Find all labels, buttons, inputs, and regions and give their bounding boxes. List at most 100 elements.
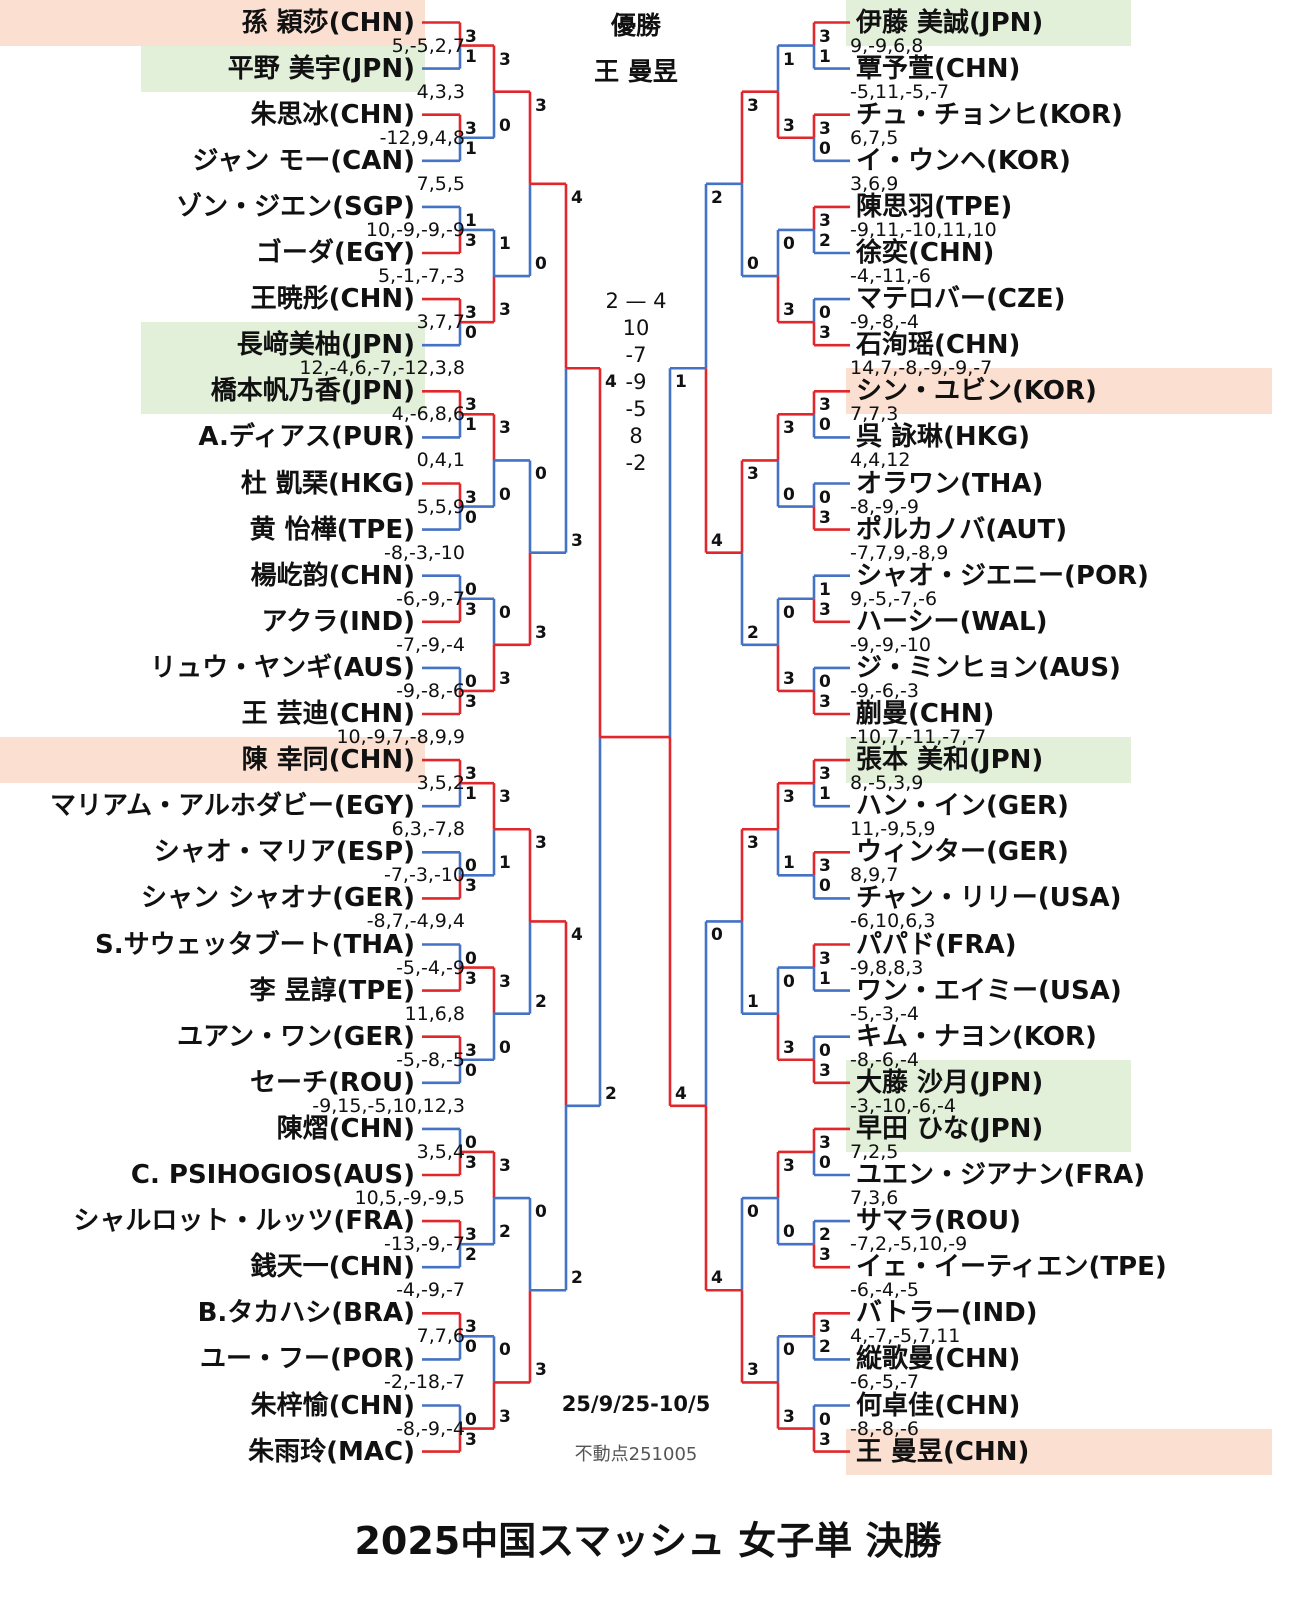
match-result: 3 <box>499 971 511 992</box>
match-result: 3 <box>499 1155 511 1176</box>
final-set-score: 8 <box>629 424 643 448</box>
set-score: -5,11,-5,-7 <box>850 80 950 103</box>
match-result: 1 <box>465 415 477 436</box>
set-score: -9,-6,-3 <box>850 679 919 702</box>
player-name: 蒯曼(CHN) <box>856 699 995 729</box>
player-name: 石洵瑶(CHN) <box>856 330 1021 361</box>
final-set-score: -5 <box>625 397 647 421</box>
player-name: 杜 凱琹(HKG) <box>240 468 415 499</box>
match-result: 3 <box>499 49 511 70</box>
match-result: 4 <box>711 1268 723 1289</box>
set-score: 4,-6,8,6 <box>391 403 465 426</box>
highlight-band <box>846 0 1131 46</box>
match-result: 0 <box>819 1409 831 1430</box>
match-result: 3 <box>747 95 759 116</box>
set-score: -7,7,9,-8,9 <box>850 541 949 564</box>
stamp-text: 不動点251005 <box>574 1444 698 1465</box>
match-result: 3 <box>819 395 831 416</box>
match-result: 3 <box>465 26 477 47</box>
match-result: 2 <box>499 1222 511 1243</box>
set-score: 7,3,6 <box>850 1187 899 1209</box>
match-result: 3 <box>819 764 831 785</box>
set-score: -4,-9,-7 <box>396 1279 465 1302</box>
highlight-band <box>846 1428 1272 1475</box>
player-name: 王暁彤(CHN) <box>250 284 415 315</box>
match-result: 3 <box>783 418 795 439</box>
set-score: 0,4,1 <box>416 449 465 472</box>
set-score: 9,-5,-7,-6 <box>850 587 938 610</box>
match-result: 0 <box>465 507 477 528</box>
match-result: 3 <box>535 1360 547 1381</box>
match-result: 0 <box>465 1409 477 1430</box>
set-score: -8,-9,-4 <box>396 1417 465 1440</box>
player-name: マテロバー(CZE) <box>856 284 1066 315</box>
match-result: 3 <box>571 530 583 551</box>
player-name: 長﨑美柚(JPN) <box>236 330 415 361</box>
match-result: 3 <box>465 968 477 989</box>
set-score: -9,11,-10,11,10 <box>850 218 997 241</box>
set-score: 7,7,6 <box>416 1325 465 1348</box>
highlight-band <box>0 737 425 784</box>
match-result: 3 <box>465 1040 477 1061</box>
match-result: 3 <box>747 464 759 485</box>
player-name: パパド(FRA) <box>856 929 1017 960</box>
match-result: 0 <box>711 925 723 946</box>
match-result: 0 <box>747 1202 759 1223</box>
match-result: 0 <box>465 323 477 344</box>
player-name: 孫 穎莎(CHN) <box>241 7 415 38</box>
set-score: 3,7,7 <box>416 311 465 334</box>
player-name: ゾン・ジエン(SGP) <box>176 191 415 222</box>
champion-label: 優勝 <box>610 11 661 40</box>
player-name: 何卓佳(CHN) <box>856 1390 1021 1421</box>
match-result: 0 <box>465 579 477 600</box>
player-name: シャオ・ジエニー(POR) <box>856 560 1149 591</box>
player-name: ウィンター(GER) <box>856 837 1069 868</box>
match-result: 0 <box>499 1340 511 1361</box>
highlight-band <box>846 368 1272 415</box>
set-score: 5,-1,-7,-3 <box>377 265 465 287</box>
match-result: 0 <box>819 671 831 692</box>
match-result: 0 <box>783 1340 795 1361</box>
set-score: -4,-11,-6 <box>850 265 932 287</box>
match-result: 1 <box>465 138 477 159</box>
match-result: 4 <box>571 187 583 208</box>
match-result: 0 <box>465 1337 477 1358</box>
set-score: -6,-4,-5 <box>850 1279 919 1302</box>
player-name: ユアン・ワン(GER) <box>177 1021 415 1052</box>
match-result: 0 <box>465 948 477 969</box>
match-result: 3 <box>465 395 477 416</box>
match-result: 3 <box>783 787 795 808</box>
set-score: 3,5,4 <box>416 1140 465 1163</box>
match-result: 1 <box>465 784 477 805</box>
player-name: 大藤 沙月(JPN) <box>856 1067 1044 1098</box>
player-name: 早田 ひな(JPN) <box>856 1113 1044 1144</box>
match-result: 3 <box>535 622 547 643</box>
set-score: -8,-9,-9 <box>850 495 919 518</box>
match-result: 0 <box>783 602 795 623</box>
match-result: 3 <box>783 1037 795 1058</box>
match-result: 3 <box>465 231 477 251</box>
player-name: チャン・リリー(USA) <box>856 883 1122 914</box>
player-name: ユエン・ジアナン(FRA) <box>856 1160 1146 1190</box>
player-name: 朱雨玲(MAC) <box>248 1436 415 1467</box>
match-result: 3 <box>819 948 831 969</box>
player-name: キム・ナヨン(KOR) <box>856 1021 1097 1052</box>
player-name: バトラー(IND) <box>856 1298 1038 1329</box>
match-result: 3 <box>783 668 795 689</box>
match-result: 0 <box>747 254 759 275</box>
match-result: 3 <box>783 1155 795 1176</box>
match-result: 3 <box>747 1360 759 1381</box>
match-result: 0 <box>465 856 477 877</box>
match-result: 3 <box>783 1406 795 1427</box>
set-score: 11,6,8 <box>404 1002 465 1025</box>
set-score: -7,-9,-4 <box>396 633 465 656</box>
highlight-band <box>141 322 425 369</box>
match-result: 3 <box>535 833 547 854</box>
match-result: 1 <box>783 853 795 874</box>
match-result: 3 <box>819 323 831 344</box>
match-result: 3 <box>819 1132 831 1153</box>
match-result: 2 <box>711 187 723 208</box>
final-set-score: -9 <box>625 370 647 394</box>
